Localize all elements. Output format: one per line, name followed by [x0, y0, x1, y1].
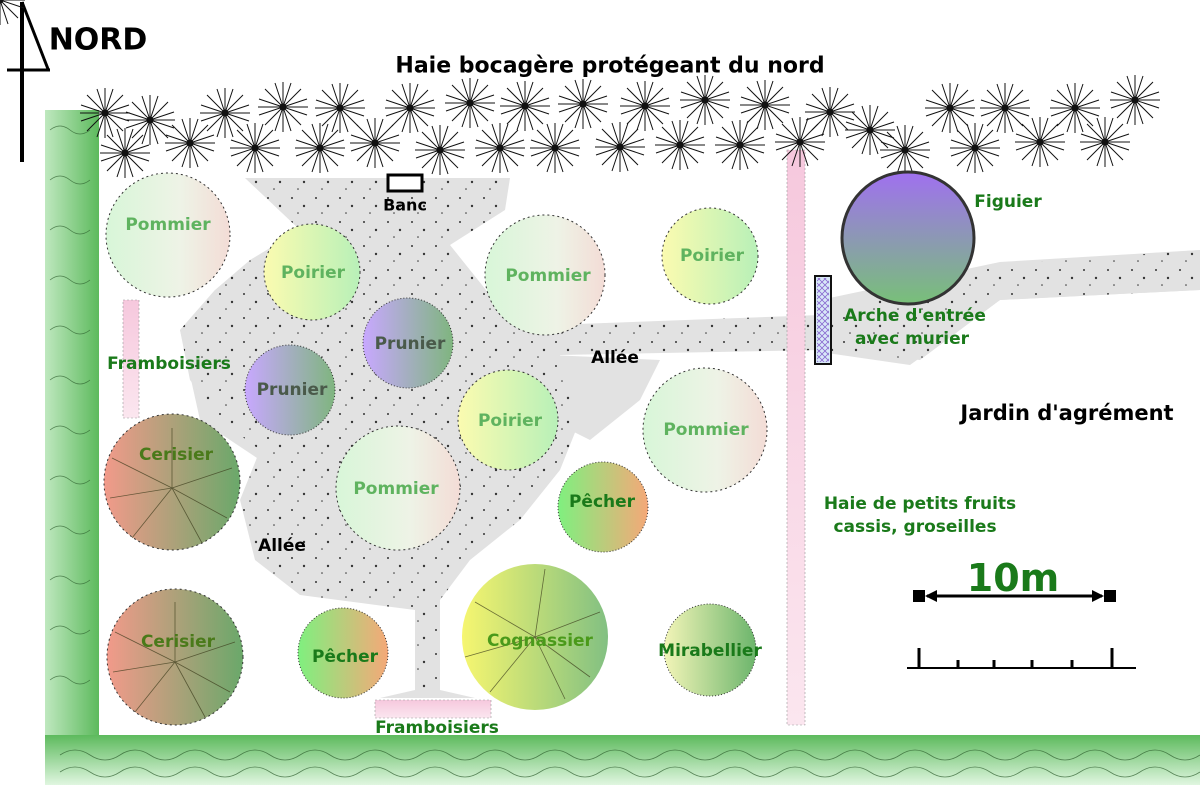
- raspberry-bed-bottom: [374, 699, 492, 719]
- raspberry-label-bottom: Framboisiers: [375, 718, 499, 738]
- tree-label-cerisier: Cerisier: [140, 632, 216, 652]
- compass-label: NORD: [48, 22, 148, 58]
- berry-hedge-label-line1: Haie de petits fruits: [823, 494, 1017, 514]
- ornamental-garden-label: Jardin d'agrément: [960, 401, 1174, 425]
- hedge-west: [45, 110, 99, 780]
- tree-label-mirabellier: Mirabellier: [658, 641, 762, 661]
- berry-hedge-east: [786, 149, 806, 726]
- tree-label-pommier: Pommier: [125, 215, 211, 235]
- scale-bar: [907, 590, 1136, 669]
- fig-tree-label: Figuier: [974, 192, 1042, 212]
- tree-label-prunier: Prunier: [374, 334, 446, 354]
- tree-label-poirier: Poirier: [679, 246, 745, 266]
- hedge-south: [45, 735, 1200, 785]
- tree-label-pommier: Pommier: [505, 266, 591, 286]
- north-hedge-title: Haie bocagère protégeant du nord: [395, 53, 825, 79]
- raspberry-bed-left: [122, 299, 140, 419]
- tree-label-cerisier: Cerisier: [138, 445, 214, 465]
- tree-label-poirier: Poirier: [477, 411, 543, 431]
- tree-label-pecher: Pêcher: [311, 647, 379, 667]
- tree-label-pommier: Pommier: [353, 479, 439, 499]
- tree-label-pommier: Pommier: [663, 420, 749, 440]
- arch-label-line2: avec murier: [854, 329, 970, 349]
- path-label: Allée: [258, 536, 306, 556]
- tree-label-poirier: Poirier: [280, 263, 346, 283]
- scale-label: 10m: [966, 556, 1060, 600]
- bench-label: Banc: [383, 195, 427, 215]
- raspberry-label-left: Framboisiers: [107, 354, 231, 374]
- arch-label-line1: Arche d'entrée: [844, 306, 986, 326]
- berry-hedge-label-line2: cassis, groseilles: [833, 517, 997, 537]
- bench-icon: [386, 173, 424, 193]
- tree-label-pecher: Pêcher: [568, 492, 636, 512]
- north-arrow-icon: [7, 1, 50, 162]
- tree-label-prunier: Prunier: [256, 380, 328, 400]
- path-label: Allée: [591, 348, 639, 368]
- tree-label-cognassier: Cognassier: [487, 631, 593, 651]
- north-hedge: [0, 0, 1161, 179]
- trees: [103, 170, 976, 726]
